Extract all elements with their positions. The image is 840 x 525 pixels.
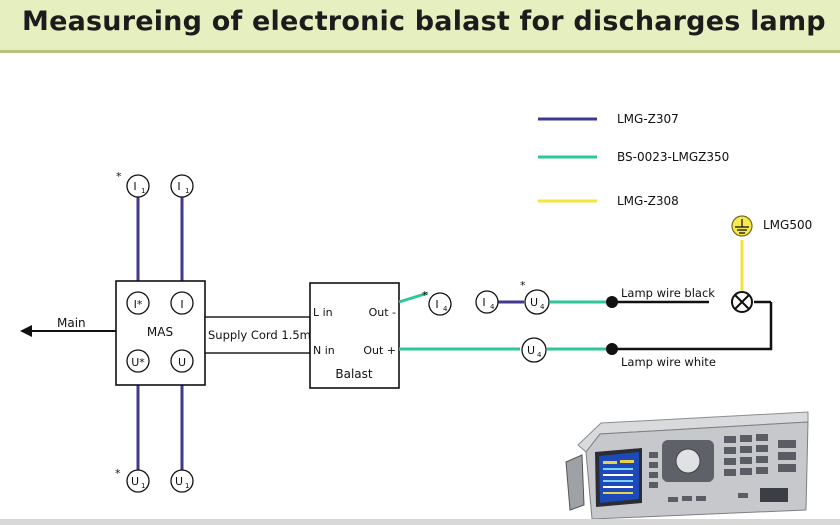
svg-text:1: 1 [185, 482, 189, 490]
bs-0023-wires [398, 291, 612, 351]
probe-u4-star: * U 4 [520, 279, 550, 315]
balast-out-plus: Out + [363, 344, 396, 357]
svg-text:I: I [180, 298, 183, 311]
legend-label-lmg-z308: LMG-Z308 [617, 194, 679, 208]
supply-cord: Supply Cord 1.5m [204, 316, 311, 354]
lamp-wire-black-label: Lamp wire black [621, 286, 715, 300]
svg-text:U: U [131, 475, 139, 488]
page-title: Measureing of electronic balast for disc… [22, 6, 826, 37]
probe-i1: I 1 [170, 174, 194, 198]
balast-n-in: N in [313, 344, 335, 357]
balast-out-minus: Out - [369, 306, 396, 319]
title-bar: Measureing of electronic balast for disc… [0, 0, 840, 53]
legend: LMG-Z307 BS-0023-LMGZ350 LMG-Z308 [538, 112, 729, 208]
svg-text:I*: I* [134, 298, 143, 311]
supply-cord-label: Supply Cord 1.5m [208, 328, 311, 342]
svg-text:*: * [116, 170, 122, 183]
svg-text:4: 4 [443, 305, 448, 313]
arrow-left-icon [20, 325, 32, 337]
lmg-z307-wires [136, 197, 524, 470]
main-output: Main [20, 316, 116, 337]
probe-u1-star: * U 1 [115, 467, 150, 493]
svg-text:U: U [527, 344, 535, 357]
svg-text:4: 4 [537, 351, 542, 359]
svg-text:U: U [530, 296, 538, 309]
svg-text:I: I [435, 298, 438, 311]
probe-i4-star: * I 4 [422, 289, 452, 316]
svg-text:4: 4 [540, 303, 545, 311]
main-label: Main [57, 316, 86, 330]
svg-text:U: U [178, 356, 186, 369]
mas-label: MAS [147, 325, 173, 339]
svg-text:*: * [422, 289, 428, 302]
svg-text:1: 1 [185, 187, 189, 195]
legend-label-lmg-z307: LMG-Z307 [617, 112, 679, 126]
lamp-icon [731, 291, 753, 313]
terminal-black [606, 296, 618, 308]
svg-text:1: 1 [141, 482, 145, 490]
lmg500-device [565, 411, 809, 520]
svg-text:I: I [133, 180, 136, 193]
svg-text:I: I [177, 180, 180, 193]
balast-label: Balast [335, 367, 373, 381]
probe-u1: U 1 [170, 469, 194, 493]
lamp-wire-white-label: Lamp wire white [621, 355, 716, 369]
svg-text:U*: U* [131, 356, 145, 369]
balast-l-in: L in [313, 306, 333, 319]
svg-text:U: U [175, 475, 183, 488]
legend-label-bs-0023: BS-0023-LMGZ350 [617, 150, 729, 164]
svg-text:1: 1 [141, 187, 145, 195]
svg-text:*: * [115, 467, 121, 480]
mas-meter-u-star: U* [126, 349, 150, 373]
probe-u4: U 4 [521, 337, 547, 363]
mas-meter-i-star: I* [126, 291, 150, 315]
mas-meter-u: U [170, 349, 194, 373]
probe-i4: I 4 [475, 290, 499, 314]
ground-label: LMG500 [763, 218, 812, 232]
mas-meter-i: I [170, 291, 194, 315]
balast-box: L in N in Out - Out + Balast [309, 282, 400, 389]
probe-i1-star: * I 1 [116, 170, 150, 198]
ground-icon [731, 215, 753, 237]
svg-text:I: I [482, 296, 485, 309]
lamp-wires [612, 300, 773, 351]
terminal-white [606, 343, 618, 355]
svg-text:*: * [520, 279, 526, 292]
bottom-strip [0, 519, 840, 525]
svg-text:4: 4 [490, 303, 495, 311]
